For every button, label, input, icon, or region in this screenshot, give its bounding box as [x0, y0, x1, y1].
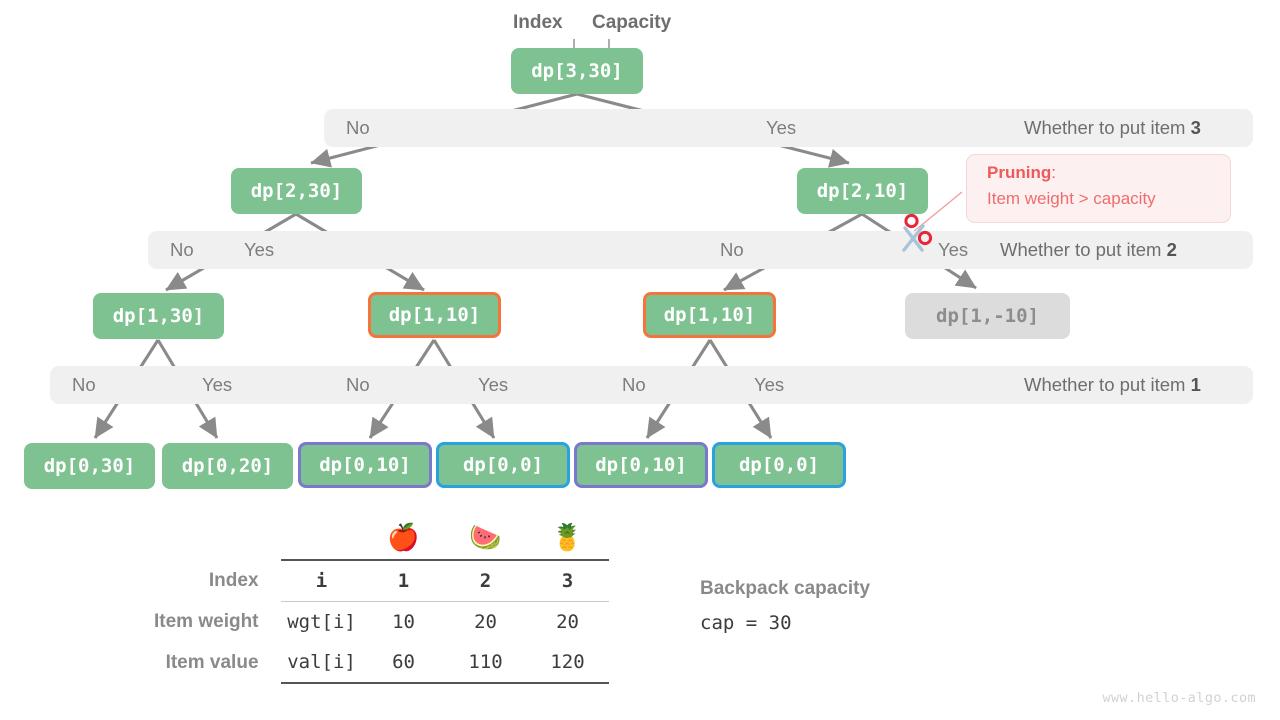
- bar1-choice-yes-2: Yes: [478, 374, 509, 395]
- bar1-question-text: Whether to put item: [1024, 374, 1191, 395]
- node-dp-0-10-right[interactable]: dp[0,10]: [574, 442, 708, 488]
- bar3-question-text: Whether to put item: [1024, 117, 1191, 138]
- bar3-question-item: 3: [1190, 117, 1201, 138]
- decision-bar-item-1: No Yes No Yes No Yes Whether to put item…: [50, 366, 1253, 404]
- pruning-title-line: Pruning:: [987, 163, 1230, 183]
- caption-capacity: Capacity: [592, 12, 672, 33]
- node-dp-0-30[interactable]: dp[0,30]: [24, 443, 155, 489]
- bar1-choice-no-1: No: [72, 374, 96, 395]
- weight-value-1: 10: [362, 600, 445, 642]
- row-label-value: Item value: [165, 651, 259, 673]
- capacity-expression: cap = 30: [700, 612, 792, 634]
- item-emoji-pineapple: 🍍: [551, 522, 584, 553]
- node-dp-3-30[interactable]: dp[3,30]: [511, 48, 643, 94]
- capacity-title: Backpack capacity: [700, 578, 871, 599]
- capacity-block: Backpack capacity cap = 30: [700, 578, 870, 634]
- node-dp-1-30[interactable]: dp[1,30]: [93, 293, 224, 339]
- index-value-3: 3: [526, 559, 609, 601]
- emoji-row-spacer: [148, 516, 281, 560]
- node-dp-0-0-left[interactable]: dp[0,0]: [436, 442, 570, 488]
- weight-value-3: 20: [526, 600, 609, 642]
- node-dp-0-20[interactable]: dp[0,20]: [162, 443, 293, 489]
- node-dp-1-minus10-pruned[interactable]: dp[1,-10]: [905, 293, 1070, 339]
- index-value-1: 1: [362, 559, 445, 601]
- value-value-2: 110: [444, 642, 527, 684]
- pruning-reason: Item weight > capacity: [987, 189, 1156, 208]
- bar1-choice-yes-1: Yes: [202, 374, 233, 395]
- bar2-choice-no-2: No: [720, 239, 744, 260]
- item-emoji-watermelon: 🍉: [469, 522, 502, 553]
- table-row-value: Item value val[i] 60 110 120: [148, 642, 609, 684]
- pruning-colon: :: [1051, 163, 1056, 182]
- value-value-3: 120: [526, 642, 609, 684]
- table-row-weight: Item weight wgt[i] 10 20 20: [148, 600, 609, 642]
- table-row-index: Index i 1 2 3: [148, 559, 609, 601]
- pruning-title: Pruning: [987, 163, 1052, 182]
- value-value-1: 60: [362, 642, 445, 684]
- index-value-2: 2: [444, 559, 527, 601]
- bar2-question-text: Whether to put item: [1000, 239, 1167, 260]
- bar3-choice-no: No: [346, 117, 370, 138]
- node-dp-0-0-right[interactable]: dp[0,0]: [712, 442, 846, 488]
- bar3-choice-yes: Yes: [766, 117, 797, 138]
- bar2-choice-yes-2: Yes: [938, 239, 969, 260]
- bar2-choice-no-1: No: [170, 239, 194, 260]
- table-emoji-row: 🍎 🍉 🍍: [148, 516, 609, 560]
- pruning-callout: Pruning: Item weight > capacity: [966, 154, 1231, 223]
- row-key-value: val[i]: [280, 642, 363, 684]
- caption-index: Index: [513, 12, 563, 33]
- decision-bar-item-3: No Yes Whether to put item 3: [324, 109, 1253, 147]
- bar2-choice-yes-1: Yes: [244, 239, 275, 260]
- item-emoji-apple: 🍎: [387, 522, 420, 553]
- item-spec-table: 🍎 🍉 🍍 Index i 1 2 3 Item weight wgt[i] 1…: [148, 516, 609, 684]
- node-dp-0-10-left[interactable]: dp[0,10]: [298, 442, 432, 488]
- node-dp-2-30[interactable]: dp[2,30]: [231, 168, 362, 214]
- node-dp-1-10-left[interactable]: dp[1,10]: [368, 292, 501, 338]
- row-label-index: Index: [208, 569, 259, 591]
- bar1-question: Whether to put item 1: [1024, 366, 1201, 404]
- row-key-index: i: [280, 559, 363, 601]
- bar1-choice-no-2: No: [346, 374, 370, 395]
- bar1-choice-yes-3: Yes: [754, 374, 785, 395]
- weight-value-2: 20: [444, 600, 527, 642]
- row-label-weight: Item weight: [154, 610, 259, 632]
- node-dp-1-10-right[interactable]: dp[1,10]: [643, 292, 776, 338]
- node-dp-2-10[interactable]: dp[2,10]: [797, 168, 928, 214]
- watermark: www.hello-algo.com: [1102, 690, 1256, 706]
- emoji-key-spacer: [281, 516, 363, 560]
- bar1-choice-no-3: No: [622, 374, 646, 395]
- bar1-question-item: 1: [1190, 374, 1201, 395]
- scissors-icon: [902, 213, 933, 252]
- decision-bar-item-2: No Yes No Yes Whether to put item 2: [148, 231, 1253, 269]
- bar2-question: Whether to put item 2: [1000, 231, 1177, 269]
- bar3-question: Whether to put item 3: [1024, 109, 1201, 147]
- bar2-question-item: 2: [1166, 239, 1177, 260]
- row-key-weight: wgt[i]: [280, 600, 363, 642]
